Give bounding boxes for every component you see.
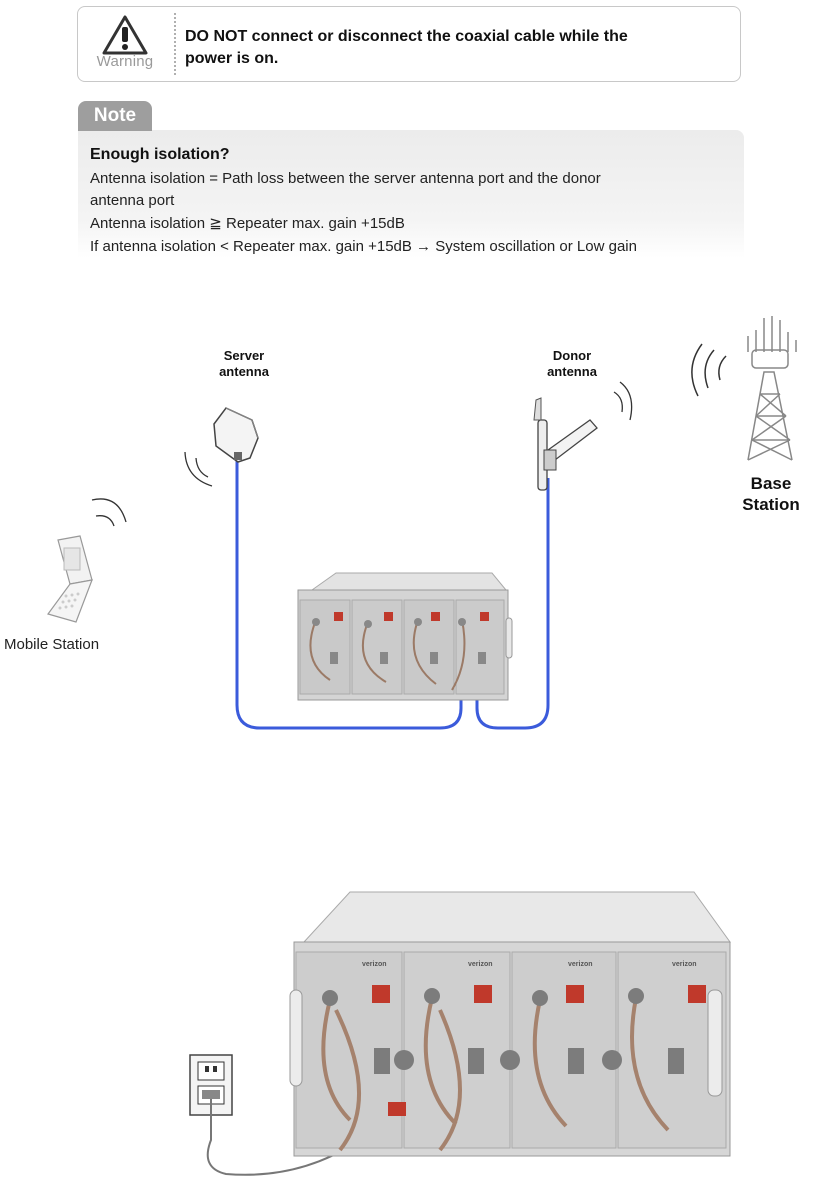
server-antenna-icon [213, 407, 259, 463]
note-heading: Enough isolation? [90, 146, 230, 163]
warning-box: Warning DO NOT connect or disconnect the… [77, 6, 741, 82]
repeater-unit-large-image: verizon verizon verizon verizon [289, 891, 731, 1157]
warning-label: Warning [96, 53, 154, 70]
signal-waves-icon [613, 381, 633, 421]
note-line: Antenna isolation = Path loss between th… [90, 170, 601, 187]
repeater-unit-image [297, 572, 513, 701]
warning-divider [174, 13, 176, 75]
mobile-phone-icon [47, 535, 93, 623]
signal-waves-icon [691, 343, 727, 397]
note-line: antenna port [90, 192, 175, 209]
base-station-label-line: Base [750, 474, 792, 493]
signal-waves-icon [91, 498, 127, 527]
warning-text-line: DO NOT connect or disconnect the coaxial… [185, 28, 628, 45]
repeater-logo: verizon [362, 961, 387, 968]
power-outlet-icon [189, 1054, 233, 1116]
warning-text-line: power is on. [185, 50, 279, 67]
coaxial-cable [235, 458, 550, 730]
warning-text: DO NOT connect or disconnect the coaxial… [185, 26, 725, 70]
repeater-logo: verizon [672, 961, 697, 968]
note-line: Antenna isolation ≧ Repeater max. gain +… [90, 215, 405, 232]
base-station-label-line: Station [742, 495, 800, 514]
donor-antenna-label: Donor antenna [530, 348, 614, 380]
donor-antenna-label-line: Donor [552, 348, 592, 363]
donor-antenna-icon [533, 397, 598, 491]
base-station-tower-icon [747, 316, 797, 461]
repeater-logo: verizon [568, 961, 593, 968]
note-tab: Note [78, 101, 152, 131]
server-antenna-label-line: Server [223, 348, 265, 363]
server-antenna-label-line: antenna [219, 364, 269, 379]
server-antenna-label: Server antenna [202, 348, 286, 380]
note-box [78, 130, 744, 258]
warning-icon [84, 15, 160, 77]
mobile-station-label: Mobile Station [4, 636, 100, 653]
donor-antenna-label-line: antenna [547, 364, 597, 379]
base-station-label: Base Station [726, 473, 816, 515]
repeater-logo: verizon [468, 961, 493, 968]
power-cable [206, 1099, 361, 1176]
note-line: If antenna isolation < Repeater max. gai… [90, 238, 637, 255]
signal-waves-icon [184, 451, 213, 487]
